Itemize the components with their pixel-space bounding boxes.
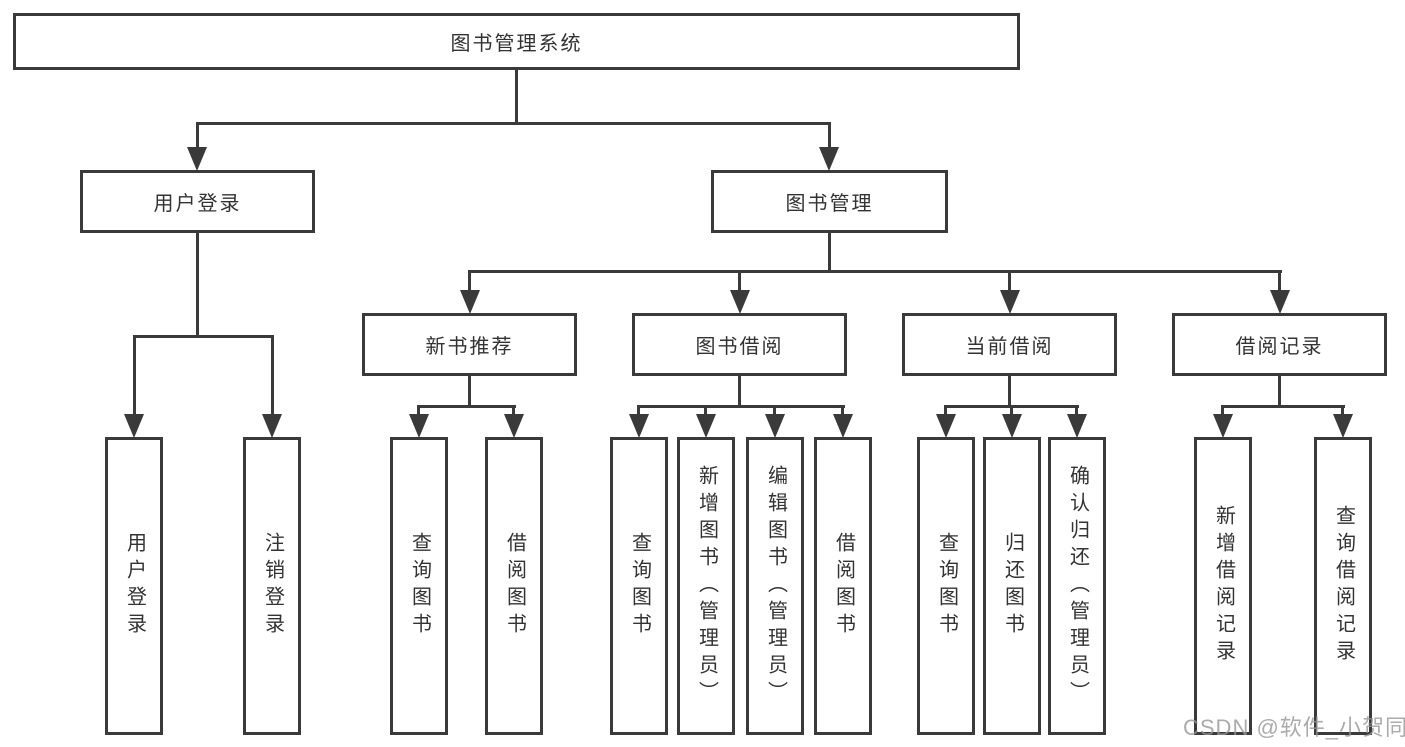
arrow-down-icon bbox=[1213, 414, 1233, 438]
node-label: 图书借阅 bbox=[695, 336, 784, 358]
node-label: 图书管理 bbox=[785, 193, 874, 215]
arrow-down-icon bbox=[833, 414, 853, 438]
connector-line bbox=[944, 405, 947, 416]
leaf-label: 查询借阅记录 bbox=[1332, 505, 1355, 667]
node-book-management: 图书管理 bbox=[711, 170, 948, 233]
leaf-label: 借阅图书 bbox=[503, 532, 526, 640]
leaf-add-borrow-record: 新增借阅记录 bbox=[1194, 437, 1252, 735]
leaf-user-login: 用户登录 bbox=[105, 437, 163, 735]
connector-line bbox=[515, 70, 518, 122]
leaf-query-books-recommend: 查询图书 bbox=[390, 437, 448, 735]
node-borrowing-records: 借阅记录 bbox=[1172, 313, 1387, 376]
connector-line bbox=[637, 405, 640, 416]
arrow-down-icon bbox=[1000, 290, 1020, 314]
connector-line bbox=[773, 405, 776, 416]
connector-line bbox=[196, 122, 199, 148]
connector-line bbox=[468, 270, 1282, 273]
node-label: 图书管理系统 bbox=[450, 33, 583, 55]
leaf-label: 新增图书（管理员） bbox=[695, 464, 718, 708]
arrow-down-icon bbox=[187, 147, 207, 171]
connector-line bbox=[738, 270, 741, 291]
node-new-book-recommendation: 新书推荐 bbox=[362, 313, 577, 376]
connector-line bbox=[1008, 376, 1011, 405]
connector-line bbox=[512, 405, 515, 416]
connector-line bbox=[704, 405, 707, 416]
leaf-query-borrow-record: 查询借阅记录 bbox=[1314, 437, 1372, 735]
connector-line bbox=[828, 233, 831, 270]
leaf-label: 借阅图书 bbox=[832, 532, 855, 640]
watermark-text: CSDN @软件_小贺同学 bbox=[1183, 715, 1405, 740]
arrow-down-icon bbox=[504, 414, 524, 438]
node-user-login: 用户登录 bbox=[80, 170, 315, 233]
arrow-down-icon bbox=[629, 414, 649, 438]
connector-line bbox=[1221, 405, 1224, 416]
leaf-label: 查询图书 bbox=[408, 532, 431, 640]
connector-line bbox=[841, 405, 844, 416]
connector-line bbox=[1221, 405, 1345, 408]
arrow-down-icon bbox=[262, 414, 282, 438]
arrow-down-icon bbox=[124, 414, 144, 438]
arrow-down-icon bbox=[936, 414, 956, 438]
leaf-return-books: 归还图书 bbox=[983, 437, 1041, 735]
connector-line bbox=[196, 122, 831, 125]
connector-line bbox=[738, 376, 741, 405]
node-label: 用户登录 bbox=[153, 193, 242, 215]
connector-line bbox=[1341, 405, 1344, 416]
node-current-borrowing: 当前借阅 bbox=[902, 313, 1117, 376]
arrow-down-icon bbox=[1270, 290, 1290, 314]
connector-line bbox=[271, 335, 274, 416]
connector-line bbox=[196, 233, 199, 335]
leaf-add-books-admin: 新增图书（管理员） bbox=[677, 437, 735, 735]
node-library-management-system: 图书管理系统 bbox=[13, 13, 1020, 70]
leaf-edit-books-admin: 编辑图书（管理员） bbox=[746, 437, 804, 735]
leaf-label: 新增借阅记录 bbox=[1212, 505, 1235, 667]
connector-line bbox=[133, 335, 136, 416]
connector-line bbox=[1010, 405, 1013, 416]
arrow-down-icon bbox=[730, 290, 750, 314]
leaf-logout-login: 注销登录 bbox=[243, 437, 301, 735]
leaf-query-books-current: 查询图书 bbox=[917, 437, 975, 735]
connector-line bbox=[1278, 270, 1281, 291]
arrow-down-icon bbox=[1002, 414, 1022, 438]
connector-line bbox=[468, 270, 471, 291]
connector-line bbox=[1075, 405, 1078, 416]
node-book-borrowing: 图书借阅 bbox=[632, 313, 847, 376]
node-label: 当前借阅 bbox=[965, 336, 1054, 358]
arrow-down-icon bbox=[819, 147, 839, 171]
arrow-down-icon bbox=[765, 414, 785, 438]
connector-line bbox=[417, 405, 516, 408]
arrow-down-icon bbox=[409, 414, 429, 438]
connector-line bbox=[417, 405, 420, 416]
leaf-label: 查询图书 bbox=[935, 532, 958, 640]
leaf-query-books-borrowing: 查询图书 bbox=[610, 437, 668, 735]
node-label: 新书推荐 bbox=[425, 336, 514, 358]
leaf-confirm-return-admin: 确认归还（管理员） bbox=[1048, 437, 1106, 735]
connector-line bbox=[637, 405, 845, 408]
leaf-borrow-books-recommend: 借阅图书 bbox=[485, 437, 543, 735]
connector-line bbox=[1008, 270, 1011, 291]
node-label: 借阅记录 bbox=[1235, 336, 1324, 358]
arrow-down-icon bbox=[696, 414, 716, 438]
leaf-label: 查询图书 bbox=[628, 532, 651, 640]
arrow-down-icon bbox=[460, 290, 480, 314]
leaf-label: 编辑图书（管理员） bbox=[764, 464, 787, 708]
leaf-label: 归还图书 bbox=[1001, 532, 1024, 640]
connector-line bbox=[1278, 376, 1281, 405]
leaf-label: 注销登录 bbox=[261, 532, 284, 640]
leaf-borrow-books-borrowing: 借阅图书 bbox=[814, 437, 872, 735]
connector-line bbox=[468, 376, 471, 405]
leaf-label: 确认归还（管理员） bbox=[1066, 464, 1089, 708]
connector-line bbox=[828, 122, 831, 148]
arrow-down-icon bbox=[1333, 414, 1353, 438]
connector-line bbox=[133, 335, 274, 338]
leaf-label: 用户登录 bbox=[123, 532, 146, 640]
arrow-down-icon bbox=[1067, 414, 1087, 438]
